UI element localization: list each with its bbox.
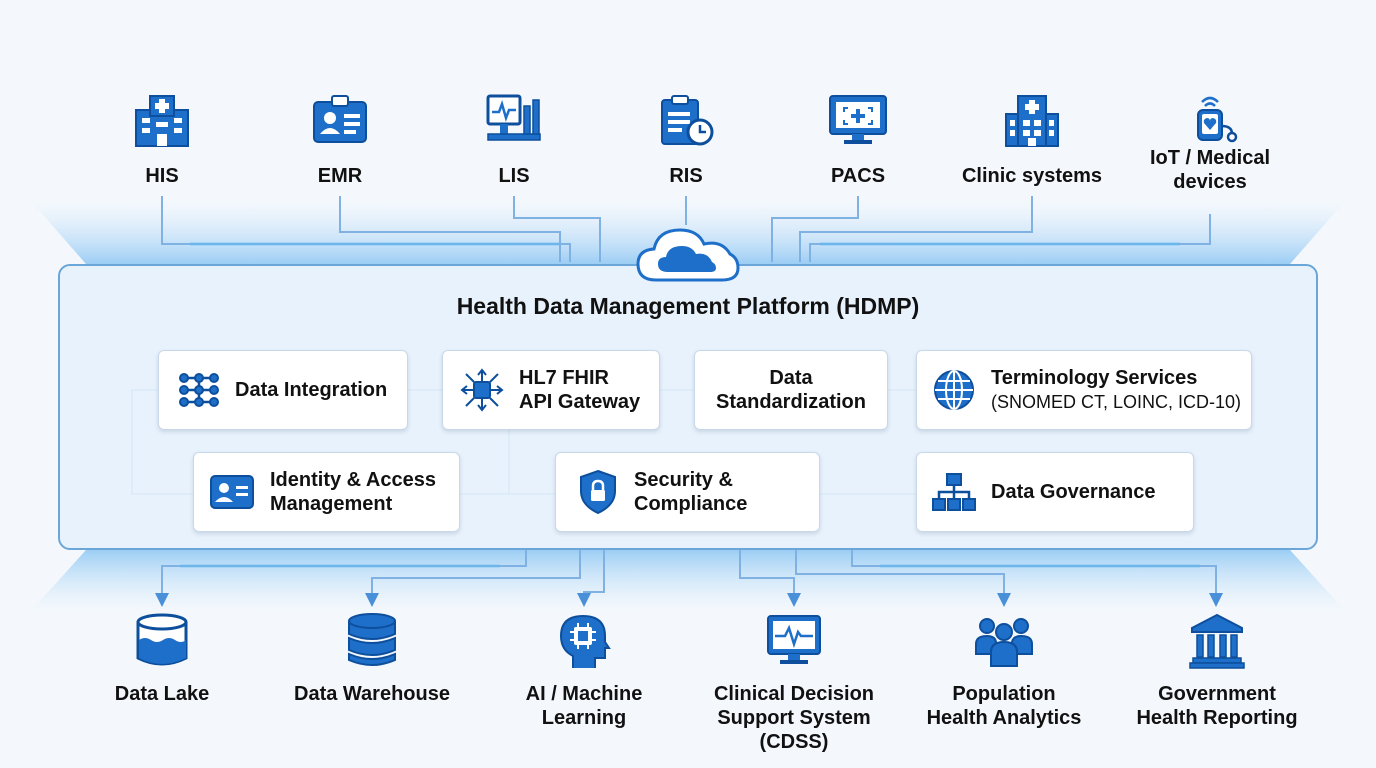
source-label: RIS [669, 165, 703, 187]
module-label: Identity & Access Management [270, 468, 436, 516]
lab-monitor-icon [486, 94, 541, 141]
module-label: HL7 FHIR API Gateway [519, 366, 640, 414]
source-his: HIS [112, 92, 212, 188]
shield-lock-icon [576, 469, 620, 515]
output-label-line2: Health Reporting [1136, 707, 1298, 729]
output-label-line2: Support System [717, 707, 871, 729]
module-label: Data Standardization [695, 366, 887, 414]
module-label-line2: (SNOMED CT, LOINC, ICD-10) [991, 392, 1242, 412]
module-label-line1: Data [769, 367, 813, 389]
module-label-line2: Management [270, 493, 393, 515]
source-pacs: PACS [808, 92, 908, 188]
module-label-line2: Standardization [715, 391, 866, 413]
output-label-line3: (CDSS) [759, 731, 829, 753]
module-data-standardization[interactable]: Data Standardization [694, 350, 888, 430]
module-label-line1: HL7 FHIR [519, 367, 609, 389]
pulse-monitor-icon [767, 615, 821, 664]
module-label-line1: Identity & Access [270, 469, 436, 491]
source-iot-devices: IoT / Medical devices [1130, 92, 1290, 194]
module-label: Data Governance [991, 481, 1156, 503]
source-emr: EMR [290, 92, 390, 188]
output-label: AI / Machine Learning [526, 682, 643, 730]
output-population-health-analytics: Population Health Analytics [914, 612, 1094, 730]
nodes-grid-icon [177, 368, 221, 412]
clinic-building-icon [1005, 95, 1059, 147]
module-data-integration[interactable]: Data Integration [158, 350, 408, 430]
ai-head-icon [559, 614, 611, 668]
id-card-icon [208, 470, 256, 514]
module-data-governance[interactable]: Data Governance [916, 452, 1194, 532]
data-lake-icon [136, 613, 188, 666]
bottom-glow-beam [30, 550, 1346, 612]
output-label: Data Lake [114, 683, 210, 705]
module-terminology-services[interactable]: Terminology Services (SNOMED CT, LOINC, … [916, 350, 1252, 430]
module-label-line2: API Gateway [519, 391, 641, 413]
source-label-text: IoT / Medical devices [1149, 147, 1271, 193]
source-lis: LIS [464, 92, 564, 188]
module-label-line1: Terminology Services [991, 367, 1198, 389]
module-label: Terminology Services (SNOMED CT, LOINC, … [991, 366, 1241, 414]
output-government-health-reporting: Government Health Reporting [1122, 612, 1312, 730]
hierarchy-icon [931, 470, 977, 514]
module-label-line2: Compliance [634, 493, 748, 515]
people-group-icon [975, 618, 1033, 667]
cloud-icon [636, 228, 740, 282]
output-label: Clinical Decision Support System (CDSS) [714, 682, 874, 754]
medical-monitor-icon [829, 95, 887, 144]
output-data-warehouse: Data Warehouse [282, 612, 462, 706]
module-security-compliance[interactable]: Security & Compliance [555, 452, 820, 532]
module-identity-access-management[interactable]: Identity & Access Management [193, 452, 460, 532]
chip-arrows-icon [459, 367, 505, 413]
output-label-line1: Government [1158, 683, 1276, 705]
platform-title: Health Data Management Platform (HDMP) [456, 293, 920, 319]
source-label: EMR [317, 165, 363, 187]
output-label-line2: Health Analytics [926, 707, 1082, 729]
source-label: Clinic systems [961, 165, 1103, 187]
module-label-line1: Security & [634, 469, 733, 491]
source-label: LIS [498, 165, 530, 187]
source-label: PACS [830, 165, 886, 187]
source-label: HIS [145, 165, 179, 187]
globe-icon [931, 367, 977, 413]
output-cdss: Clinical Decision Support System (CDSS) [694, 612, 894, 754]
output-label-line1: Clinical Decision [713, 683, 875, 705]
source-clinic-systems: Clinic systems [952, 92, 1112, 188]
module-fhir-api-gateway[interactable]: HL7 FHIR API Gateway [442, 350, 660, 430]
module-label: Data Integration [235, 379, 388, 401]
source-ris: RIS [636, 92, 736, 188]
output-label: Population Health Analytics [927, 682, 1082, 730]
id-badge-icon [313, 95, 367, 143]
output-label-line1: Population [952, 683, 1056, 705]
module-label: Security & Compliance [634, 468, 747, 516]
output-data-lake: Data Lake [92, 612, 232, 706]
database-icon [348, 613, 396, 666]
wearable-device-icon [1197, 96, 1238, 143]
output-label-line2: Learning [541, 707, 627, 729]
clipboard-clock-icon [661, 95, 714, 146]
output-label-line1: AI / Machine [525, 683, 643, 705]
source-label: IoT / Medical devices [1135, 146, 1285, 194]
government-building-icon [1189, 613, 1245, 669]
hospital-icon [135, 95, 189, 147]
output-label: Government Health Reporting [1136, 682, 1297, 730]
output-ai-machine-learning: AI / Machine Learning [504, 612, 664, 730]
output-label: Data Warehouse [294, 683, 450, 705]
